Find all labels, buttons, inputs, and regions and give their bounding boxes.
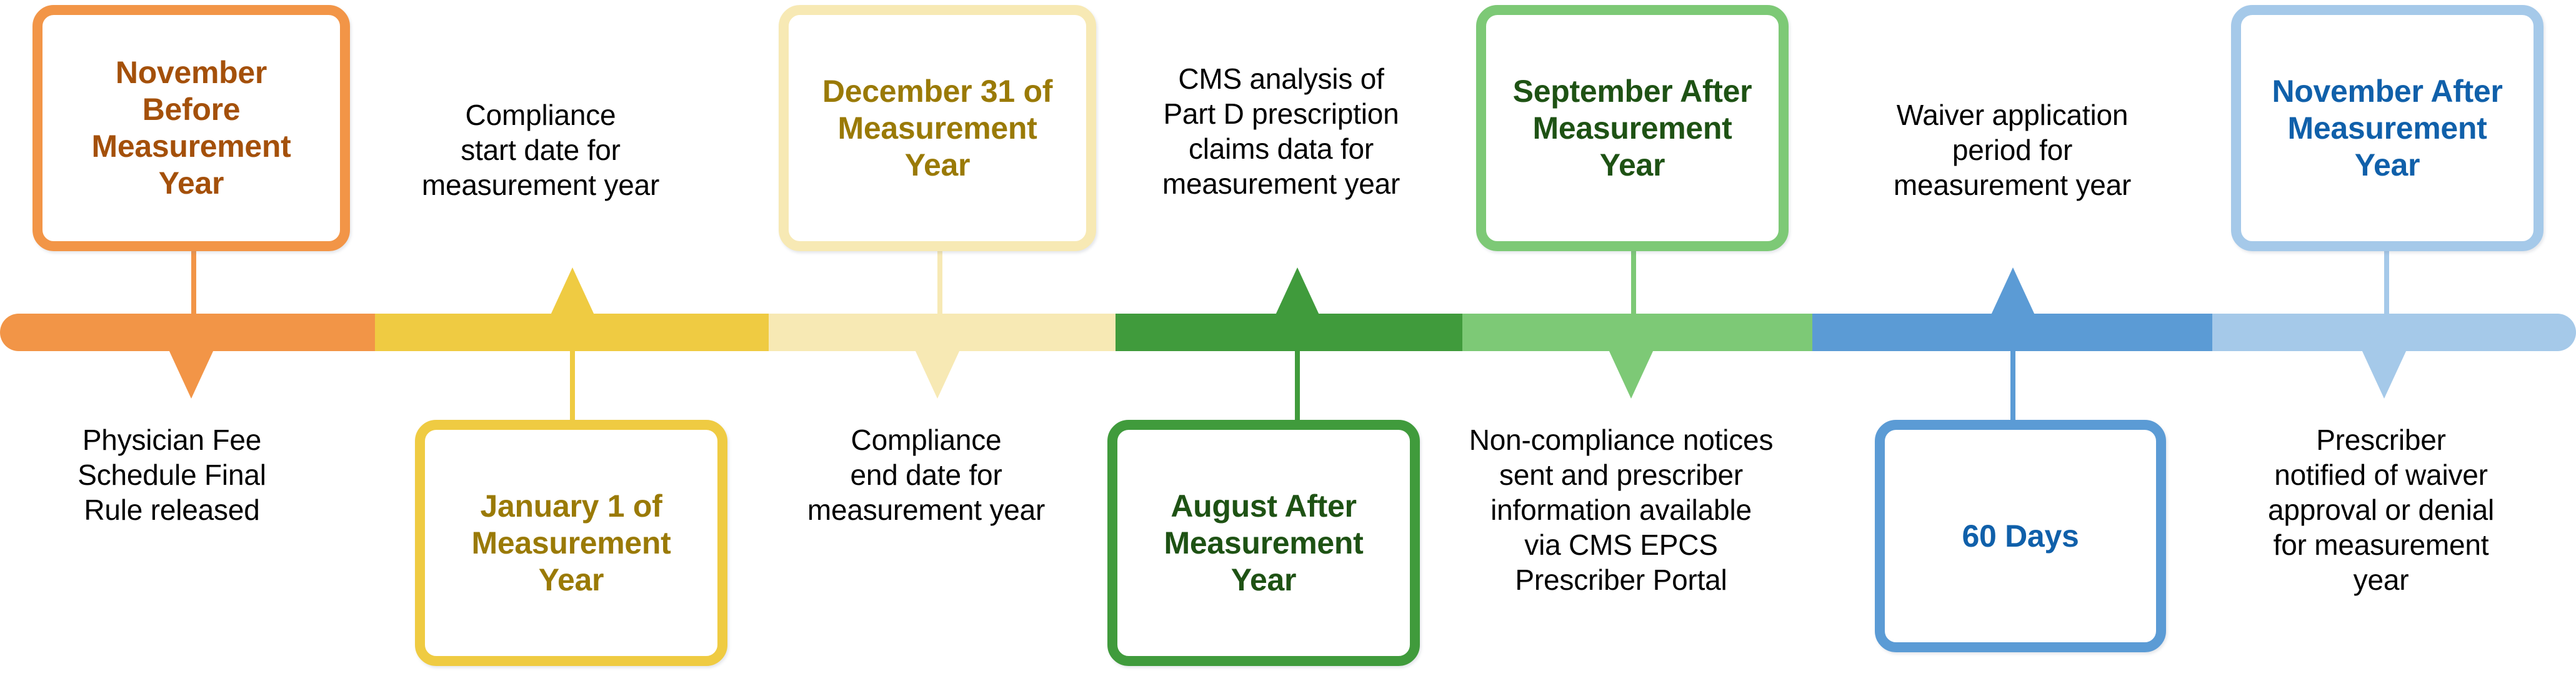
segment-november-before[interactable] (0, 314, 375, 351)
caption-line: Part D prescription (1163, 97, 1399, 131)
node-box-september-after[interactable]: September After Measurement Year (1476, 5, 1789, 251)
caption-line: Rule released (84, 494, 260, 527)
connector-stem (2010, 349, 2015, 424)
caption-line: period for (1952, 134, 2073, 167)
connector-stem (191, 250, 196, 316)
segment-60-days[interactable] (1812, 314, 2212, 351)
connector-arrow-up (1990, 267, 2035, 316)
caption-line: Waiver application (1896, 99, 2129, 131)
connector-arrow-up (1275, 267, 1320, 316)
node-box-january-1[interactable]: January 1 of Measurement Year (415, 420, 727, 666)
node-box-december-31[interactable]: December 31 of Measurement Year (779, 5, 1096, 251)
node-line: November (115, 55, 267, 90)
caption-line: Compliance (851, 424, 1002, 456)
segment-january-1[interactable] (375, 314, 769, 351)
caption-line: Compliance (465, 99, 616, 131)
node-line: Measurement (471, 525, 671, 560)
node-line: Measurement (1164, 525, 1364, 560)
connector-stem (1295, 349, 1300, 424)
node-line: Measurement (1532, 110, 1732, 146)
node-line: December 31 of (822, 73, 1053, 109)
connector-stem (570, 349, 575, 424)
caption-line: measurement year (421, 169, 660, 202)
caption-physician-fee: Physician Fee Schedule Final Rule releas… (25, 422, 319, 527)
node-line: Year (904, 147, 971, 182)
node-line: Year (538, 562, 604, 597)
caption-line: measurement year (807, 494, 1046, 527)
caption-line: CMS analysis of (1178, 62, 1384, 95)
connector-stem (937, 250, 942, 316)
node-line: August After (1171, 488, 1357, 524)
node-line: Year (2354, 147, 2420, 182)
connector-arrow-down (2362, 350, 2407, 399)
node-box-60-days[interactable]: 60 Days (1875, 420, 2166, 652)
caption-line: measurement year (1162, 167, 1400, 201)
caption-waiver-period: Waiver application period for measuremen… (1850, 97, 2175, 202)
caption-line: sent and prescriber (1499, 459, 1743, 492)
timeline-bar (0, 314, 2576, 351)
node-box-august-after[interactable]: August After Measurement Year (1107, 420, 1420, 666)
segment-december-31[interactable] (769, 314, 1116, 351)
caption-cms-analysis: CMS analysis of Part D prescription clai… (1119, 61, 1444, 201)
caption-compliance-end: Compliance end date for measurement year (770, 422, 1082, 527)
caption-line: notified of waiver (2274, 459, 2488, 492)
caption-line: year (2353, 564, 2409, 597)
caption-line: measurement year (1893, 169, 2132, 202)
node-line: November After (2272, 73, 2503, 109)
node-line: Measurement (91, 129, 291, 164)
caption-line: for measurement (2273, 529, 2489, 562)
caption-line: claims data for (1188, 132, 1374, 166)
caption-line: Prescriber Portal (1515, 564, 1727, 597)
caption-line: start date for (461, 134, 621, 167)
node-line: Measurement (837, 110, 1037, 146)
caption-line: end date for (850, 459, 1002, 492)
node-line: 60 Days (1962, 518, 2079, 554)
caption-line: Non-compliance notices (1469, 424, 1774, 456)
connector-arrow-down (169, 350, 214, 399)
node-line: Year (1231, 562, 1297, 597)
node-line: Year (158, 166, 224, 201)
caption-prescriber-notified: Prescriber notified of waiver approval o… (2212, 422, 2550, 598)
node-line: January 1 of (480, 488, 662, 524)
connector-arrow-down (1609, 350, 1654, 399)
caption-line: information available (1490, 494, 1752, 527)
caption-compliance-start: Compliance start date for measurement ye… (394, 97, 687, 202)
node-line: Year (1599, 147, 1665, 182)
caption-noncompliance: Non-compliance notices sent and prescrib… (1434, 422, 1809, 598)
node-line: Measurement (2287, 110, 2487, 146)
caption-line: Prescriber (2316, 424, 2446, 456)
connector-stem (2384, 250, 2389, 316)
node-line: September After (1512, 73, 1752, 109)
node-box-november-after[interactable]: November After Measurement Year (2231, 5, 2544, 251)
connector-stem (1631, 250, 1636, 316)
segment-september-after[interactable] (1462, 314, 1812, 351)
connector-arrow-down (915, 350, 960, 399)
caption-line: Physician Fee (82, 424, 262, 456)
node-line: Before (142, 92, 241, 127)
node-box-november-before[interactable]: November Before Measurement Year (32, 5, 350, 251)
segment-november-after[interactable] (2212, 314, 2576, 351)
caption-line: Schedule Final (77, 459, 266, 492)
segment-august-after[interactable] (1116, 314, 1462, 351)
caption-line: approval or denial (2267, 494, 2495, 527)
connector-arrow-up (550, 267, 595, 316)
caption-line: via CMS EPCS (1524, 529, 1718, 562)
